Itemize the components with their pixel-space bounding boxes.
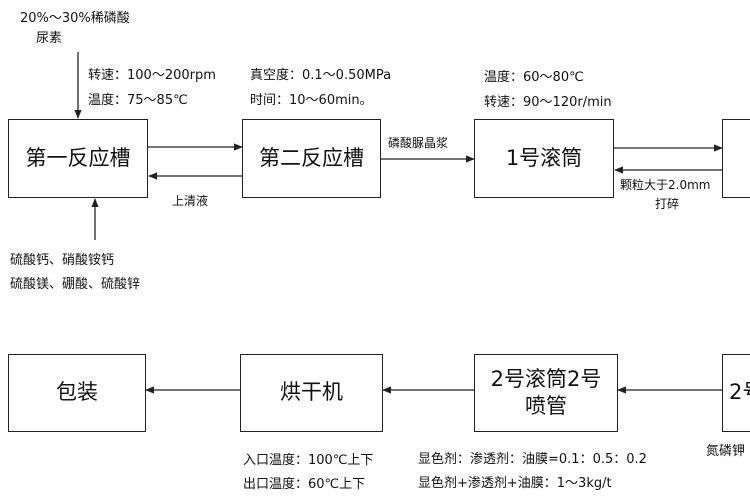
drum2-sprayer-box: 2号滚筒2号喷管 <box>474 354 618 432</box>
packaging-label: 包装 <box>56 380 98 405</box>
supernatant-label: 上清液 <box>172 194 209 208</box>
reactor1-temp-label: 温度：75～85℃ <box>88 93 188 108</box>
granule-size-label: 颗粒大于2.0mm <box>620 178 711 192</box>
reactor2-time-label: 时间：10～60min。 <box>250 93 373 108</box>
urea-input-label: 尿素 <box>36 31 63 46</box>
additives-line2-label: 硫酸镁、硼酸、硫酸锌 <box>10 277 141 292</box>
drum1-box: 1号滚筒 <box>474 119 614 198</box>
drum1-speed-label: 转速：90～120r/min <box>484 95 612 110</box>
slurry-label: 磷酸脲晶浆 <box>388 136 449 150</box>
packaging-box: 包装 <box>8 354 146 432</box>
reactor1-speed-label: 转速：100～200rpm <box>88 68 216 83</box>
drum2-sprayer-label: 2号滚筒2号喷管 <box>490 366 602 418</box>
right-cut-text: 氮磷钾 <box>706 444 746 459</box>
reactor2-vacuum-label: 真空度：0.1～0.50MPa <box>250 68 392 83</box>
drum1-label: 1号滚筒 <box>505 145 583 170</box>
dryer-box: 烘干机 <box>240 354 383 432</box>
first-reactor-box: 第一反应槽 <box>8 119 148 198</box>
additives-line1-label: 硫酸钙、硝酸铵钙 <box>10 253 115 268</box>
crush-label: 打碎 <box>655 197 680 211</box>
right-partial-bottom-label: 2号 <box>729 380 750 405</box>
second-reactor-box: 第二反应槽 <box>242 119 381 198</box>
dryer-outlet-label: 出口温度：60℃上下 <box>243 477 366 492</box>
right-partial-bottom-box: 2号 <box>722 354 750 432</box>
spray-dose-label: 显色剂+渗透剂+油膜：1～3kg/t <box>418 476 612 491</box>
first-reactor-label: 第一反应槽 <box>25 145 131 170</box>
acid-input-label: 20%～30%稀磷酸 <box>20 11 130 26</box>
right-partial-top-box <box>722 119 750 198</box>
spray-ratio-label: 显色剂：渗透剂：油膜=0.1：0.5：0.2 <box>418 452 647 467</box>
dryer-label: 烘干机 <box>280 380 343 405</box>
drum1-temp-label: 温度：60～80℃ <box>484 70 584 85</box>
second-reactor-label: 第二反应槽 <box>259 145 364 170</box>
dryer-inlet-label: 入口温度：100℃上下 <box>243 453 374 468</box>
